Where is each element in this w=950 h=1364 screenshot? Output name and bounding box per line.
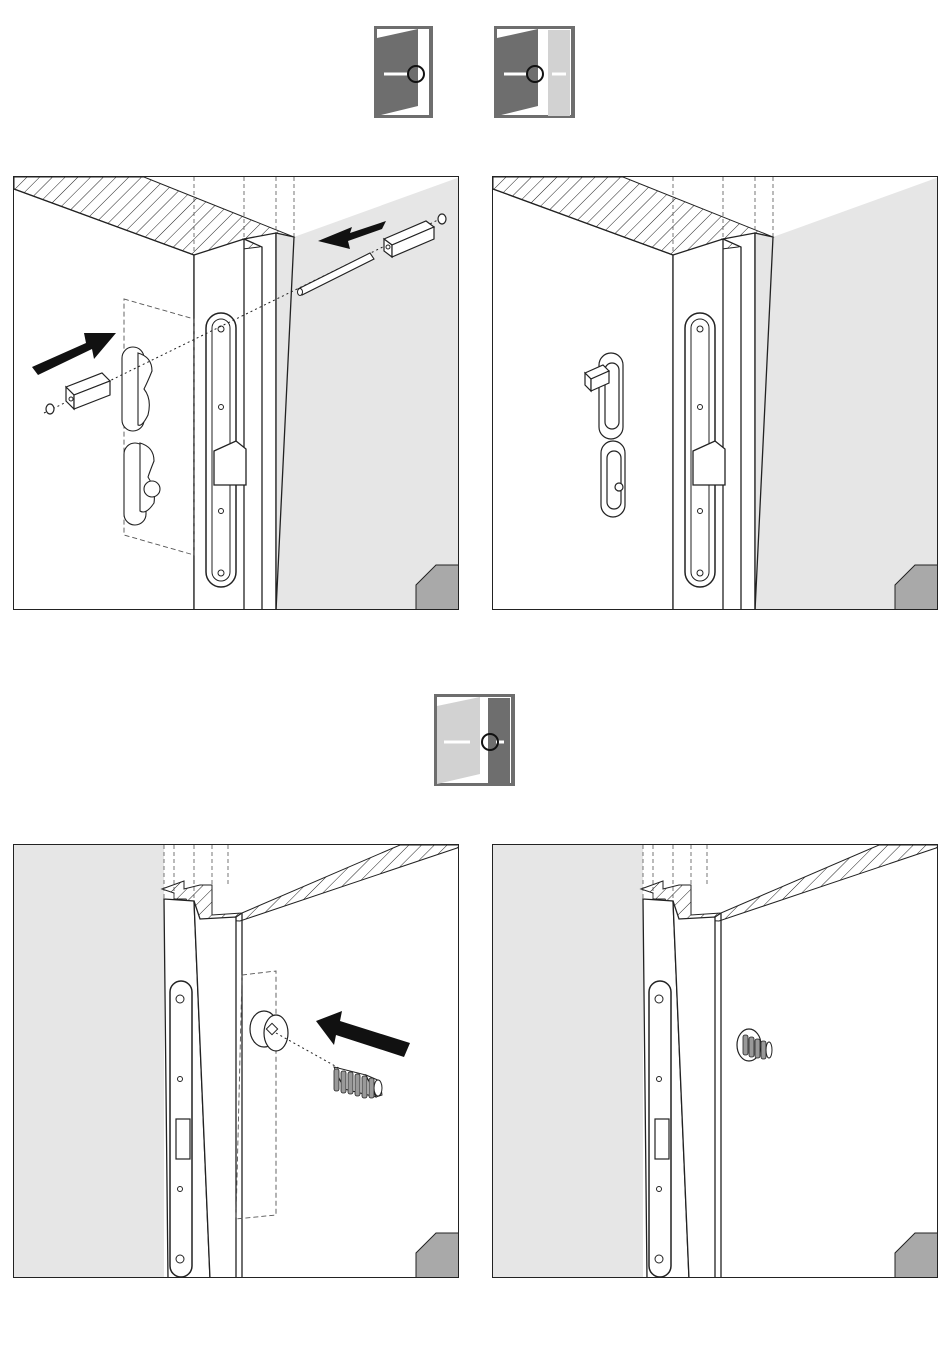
door-open-inward-icon <box>374 26 434 118</box>
double-door-icon <box>494 26 578 118</box>
panel-bushing-fitted <box>492 844 938 1278</box>
panel-insert-bushing <box>13 844 459 1278</box>
panel-insert-spindle <box>13 176 459 610</box>
door-open-outward-icon <box>434 694 516 786</box>
panel-handle-fitted <box>492 176 938 610</box>
